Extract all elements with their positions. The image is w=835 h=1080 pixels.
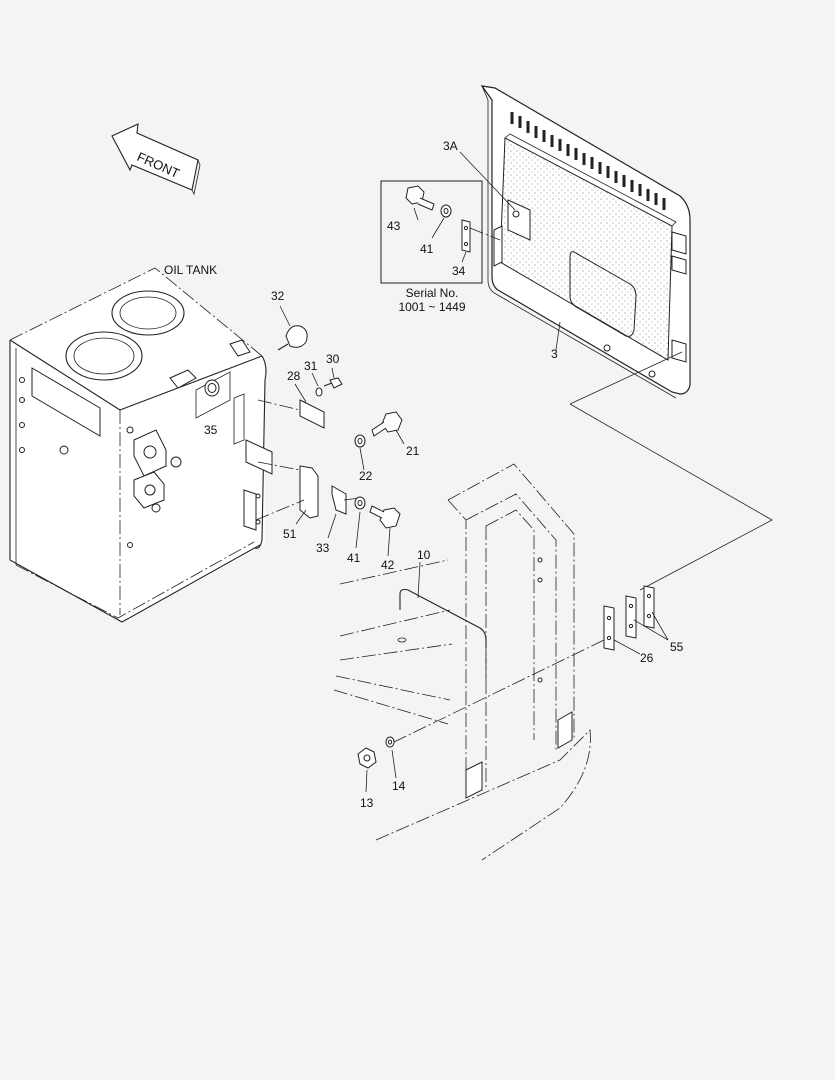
callout-32: 32 xyxy=(271,289,285,303)
callout-31: 31 xyxy=(304,359,318,373)
serial-range: 1001 ~ 1449 xyxy=(398,300,465,314)
bolt-43 xyxy=(405,185,435,211)
callout-42: 42 xyxy=(381,558,395,572)
bracket-51 xyxy=(299,465,319,519)
door-panel xyxy=(480,85,691,399)
callout-22: 22 xyxy=(359,469,373,483)
callout-26: 26 xyxy=(640,651,654,665)
bolt-42 xyxy=(369,505,401,529)
callout-41: 41 xyxy=(347,551,361,565)
latch-33 xyxy=(331,485,347,515)
plate-34 xyxy=(461,219,471,253)
callout-3: 3 xyxy=(551,347,558,361)
callout-21: 21 xyxy=(406,444,420,458)
callout-35: 35 xyxy=(204,423,218,437)
washer-31 xyxy=(315,387,323,397)
callout-33: 33 xyxy=(316,541,330,555)
oil-tank-label: OIL TANK xyxy=(164,263,217,277)
serial-label: Serial No. xyxy=(406,286,459,300)
callout-43: 43 xyxy=(387,219,401,233)
callout-3A: 3A xyxy=(443,139,458,153)
callout-41-inset: 41 xyxy=(420,242,434,256)
serial-inset-box xyxy=(380,180,501,284)
plate-55-a xyxy=(625,595,637,639)
callout-13: 13 xyxy=(360,796,374,810)
bolt-21 xyxy=(371,411,403,437)
callout-51: 51 xyxy=(283,527,297,541)
plate-55-b xyxy=(643,585,655,629)
callout-10: 10 xyxy=(417,548,431,562)
callout-14: 14 xyxy=(392,779,406,793)
callout-55: 55 xyxy=(670,640,684,654)
bolt-30 xyxy=(323,377,343,389)
front-arrow: FRONT xyxy=(111,123,201,196)
callout-28: 28 xyxy=(287,369,301,383)
callout-30: 30 xyxy=(326,352,340,366)
plate-28 xyxy=(299,399,325,429)
door-louvers xyxy=(510,112,666,210)
callout-34: 34 xyxy=(452,264,466,278)
rod-10 xyxy=(397,588,487,680)
plate-26 xyxy=(603,605,615,651)
oil-tank xyxy=(9,267,273,623)
rubber-stop-32 xyxy=(277,325,308,351)
